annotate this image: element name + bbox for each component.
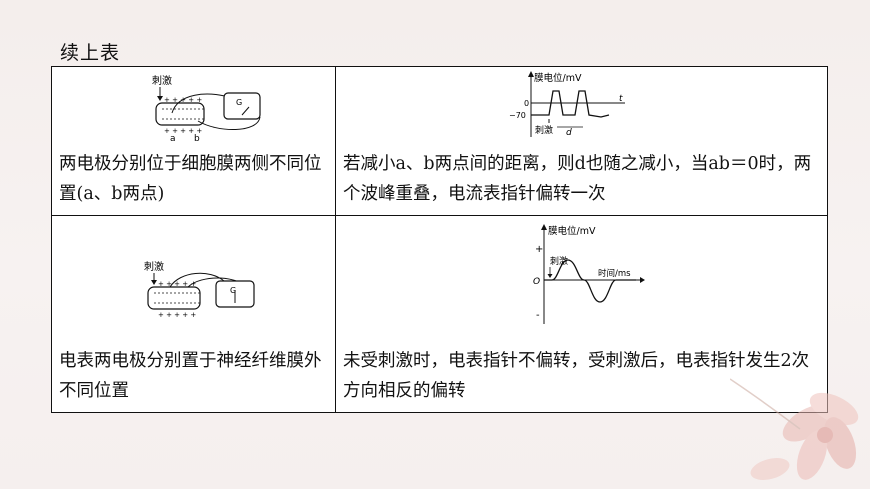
plus-charges-bottom: + + + + + bbox=[158, 311, 196, 319]
table-row: 刺激 + + + + + + + + + + a b G bbox=[51, 66, 828, 216]
point-b-label: b bbox=[194, 134, 200, 143]
meter-label: G bbox=[236, 98, 242, 107]
row1-explanation-text: 若减小a、b两点间的距离，则d也随之减小，当ab＝0时，两个波峰重叠，电流表指针… bbox=[343, 154, 812, 204]
table-row: 刺激 + + + + + + + + + + G 电表两电极分别置于神经纤维膜外… bbox=[51, 215, 828, 413]
slide-title: 续上表 bbox=[60, 42, 121, 64]
plus-charges-top: + + + + + bbox=[158, 280, 196, 288]
stimulus-label: 刺激 bbox=[144, 260, 164, 273]
graph1-y-label: 膜电位/mV bbox=[534, 72, 582, 84]
graph2-curve bbox=[544, 259, 636, 303]
graph1-distance-label: d bbox=[566, 128, 572, 138]
plus-charges-top: + + + + + bbox=[164, 96, 202, 104]
plus-charges-bottom: + + + + + bbox=[164, 127, 202, 135]
row2-explanation-text: 未受刺激时，电表指针不偏转，受刺激后，电表指针发生2次方向相反的偏转 bbox=[343, 351, 810, 401]
cell-row2-left: 刺激 + + + + + + + + + + G 电表两电极分别置于神经纤维膜外… bbox=[51, 215, 336, 413]
graph2-stimulus-label: 刺激 bbox=[550, 255, 568, 267]
cell-row2-right: 膜电位/mV + - O 时间/ms 刺激 未受刺激时，电表指针不偏转，受刺激后… bbox=[335, 215, 828, 413]
graph2-y-label: 膜电位/mV bbox=[548, 225, 596, 237]
apparatus-figure-2: 刺激 + + + + + + + + + + G bbox=[140, 259, 260, 321]
cell-row1-right: 膜电位/mV t 0 −70 刺激 d 若减小a、b两点间的距离，则d也随之减小… bbox=[335, 66, 828, 216]
stimulus-label: 刺激 bbox=[152, 74, 172, 87]
graph1-rest-label: −70 bbox=[509, 111, 526, 120]
graph2-minus-sign: - bbox=[536, 310, 540, 321]
graph1-curve bbox=[531, 90, 610, 118]
meter-label: G bbox=[230, 286, 236, 295]
nerve-fiber bbox=[155, 102, 205, 126]
row1-condition-text: 两电极分别位于细胞膜两侧不同位置(a、b两点) bbox=[59, 154, 322, 204]
potential-graph-1: 膜电位/mV t 0 −70 刺激 d bbox=[509, 69, 629, 141]
decorative-flower bbox=[730, 378, 859, 480]
apparatus-figure-1: 刺激 + + + + + + + + + + a b G bbox=[148, 73, 268, 143]
graph2-plus-sign: + bbox=[535, 244, 543, 255]
row2-condition-text: 电表两电极分别置于神经纤维膜外不同位置 bbox=[59, 351, 322, 401]
potential-graph-2: 膜电位/mV + - O 时间/ms 刺激 bbox=[528, 220, 646, 328]
galvanometer bbox=[223, 92, 261, 120]
cell-row1-left: 刺激 + + + + + + + + + + a b G bbox=[51, 66, 336, 216]
comparison-table: 刺激 + + + + + + + + + + a b G bbox=[51, 66, 828, 413]
graph1-stimulus-label: 刺激 bbox=[535, 124, 553, 136]
point-a-label: a bbox=[170, 134, 176, 143]
graph2-x-label: 时间/ms bbox=[598, 268, 631, 279]
graph2-origin-label: O bbox=[533, 277, 540, 287]
graph1-zero-label: 0 bbox=[524, 99, 529, 108]
nerve-fiber bbox=[147, 286, 201, 310]
graph1-x-label: t bbox=[619, 94, 623, 104]
